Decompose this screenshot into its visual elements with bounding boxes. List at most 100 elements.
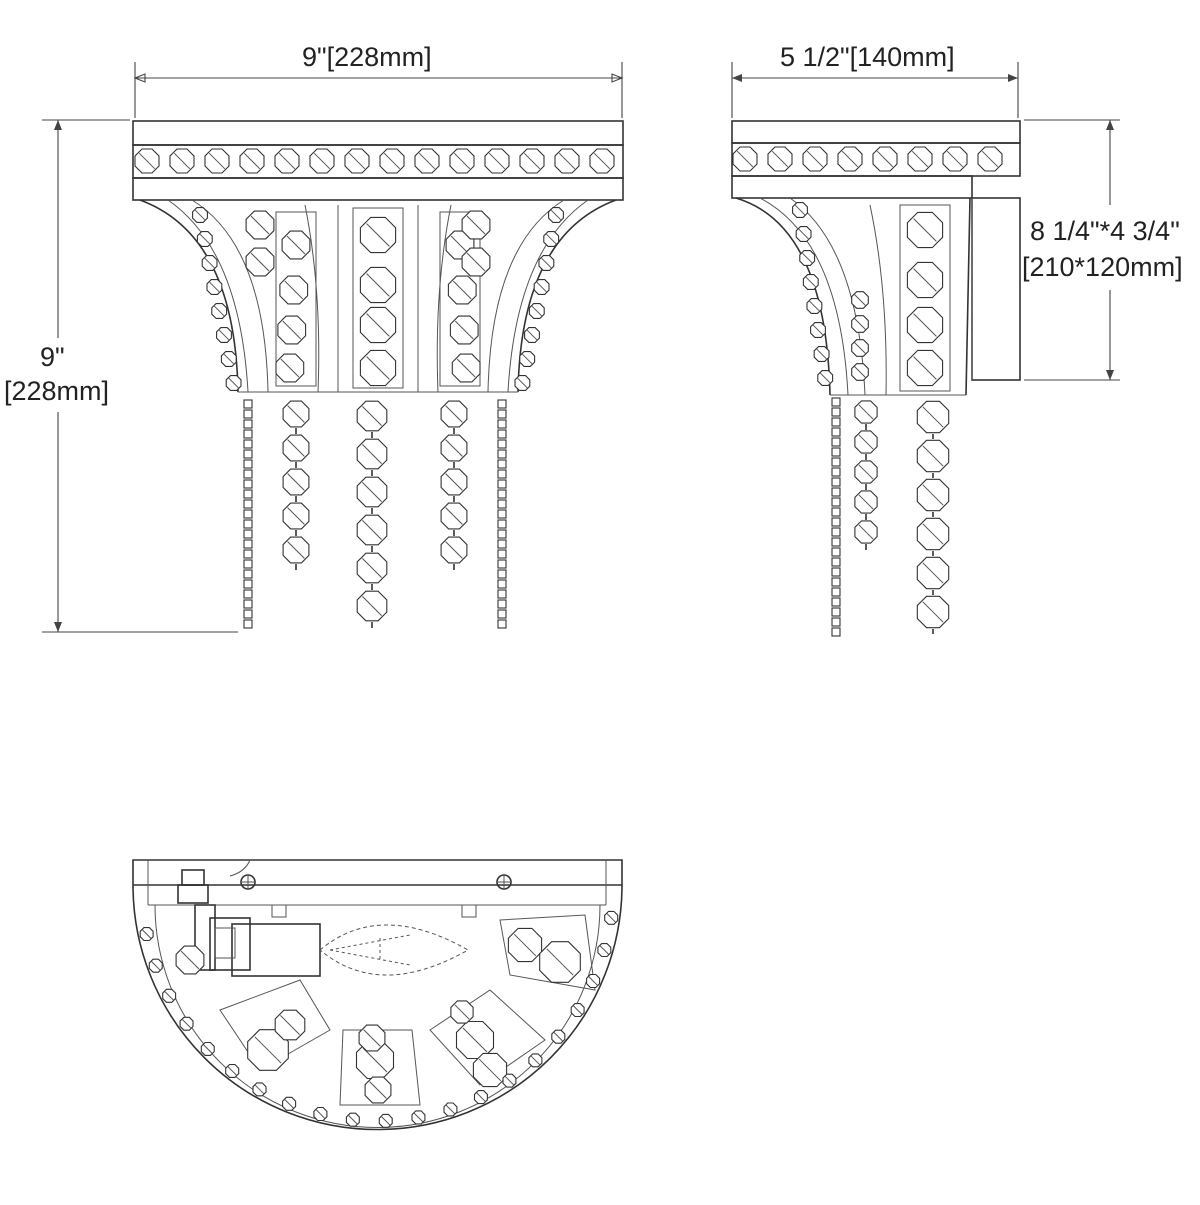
crystal-facet	[362, 558, 382, 578]
crystal-facet	[362, 482, 382, 502]
crystal-facet	[287, 473, 305, 491]
crystal-facet	[806, 150, 824, 168]
crystal-facet	[142, 929, 152, 939]
strand-bead	[497, 479, 507, 489]
crystal-facet	[445, 507, 463, 525]
crystal-facet	[546, 948, 574, 976]
strand-bead	[831, 627, 841, 637]
strand-bead	[243, 579, 253, 589]
strand-bead	[497, 529, 507, 539]
strand-bead	[243, 449, 253, 459]
crystal-facet	[445, 1104, 455, 1115]
strand-bead	[497, 499, 507, 509]
crystal-facet	[287, 507, 305, 525]
crystal-facet	[366, 356, 390, 380]
crystal-facet	[858, 434, 874, 450]
crystal-facet	[841, 150, 859, 168]
crystal-facet	[445, 473, 463, 491]
strand-bead	[243, 399, 253, 409]
crystal-facet	[363, 1029, 381, 1047]
crystal-facet	[606, 913, 616, 923]
crystal-facet	[228, 377, 239, 389]
strand-bead	[831, 537, 841, 547]
strand-bead	[831, 397, 841, 407]
crystal-facet	[286, 235, 306, 255]
strand-bead	[831, 587, 841, 597]
side-band-crystals	[732, 146, 1003, 172]
strand-bead	[243, 429, 253, 439]
crystal-facet	[588, 976, 598, 986]
crystal-facet	[504, 1076, 515, 1086]
crystal-facet	[453, 152, 471, 170]
strand-bead	[243, 529, 253, 539]
strand-bead	[831, 607, 841, 617]
crystal-facet	[284, 280, 304, 300]
crystal-facet	[858, 524, 874, 540]
strand-bead	[243, 589, 253, 599]
crystal-facet	[593, 152, 611, 170]
crystal-facet	[550, 209, 562, 221]
backplate-label-mm: [210*120mm]	[1022, 252, 1183, 282]
crystal-facet	[254, 1036, 282, 1064]
crystal-facet	[315, 1109, 325, 1119]
crystal-facet	[348, 152, 366, 170]
crystal-facet	[452, 280, 472, 300]
strand-bead	[831, 577, 841, 587]
crystal-facet	[546, 233, 557, 245]
strand-bead	[831, 467, 841, 477]
height-label-inches: 9"	[40, 342, 65, 372]
crystal-facet	[362, 444, 382, 464]
crystal-facet	[558, 152, 576, 170]
strand-bead	[831, 617, 841, 627]
crystal-facet	[553, 1032, 563, 1042]
crystal-facet	[209, 281, 220, 293]
crystal-facet	[816, 348, 827, 360]
backplate-label-inches: 8 1/4"*4 3/4"	[1030, 216, 1180, 246]
strand-bead	[831, 427, 841, 437]
crystal-facet	[362, 1047, 388, 1073]
strand-bead	[497, 409, 507, 419]
side-view	[731, 62, 1120, 637]
crystal-facet	[513, 933, 537, 957]
crystal-facet	[517, 377, 528, 389]
crystal-facet	[530, 1055, 540, 1065]
crystal-facet	[771, 150, 789, 168]
crystal-facet	[913, 268, 937, 292]
height-dimension	[42, 119, 238, 633]
strand-bead	[831, 517, 841, 527]
crystal-facet	[454, 320, 474, 340]
strand-bead	[243, 549, 253, 559]
crystal-facet	[369, 1081, 387, 1099]
strand-bead	[243, 569, 253, 579]
crystal-facet	[243, 152, 261, 170]
crystal-facet	[138, 152, 156, 170]
crystal-facet	[203, 1044, 213, 1054]
crystal-facet	[854, 342, 866, 354]
crystal-facet	[466, 215, 486, 235]
crystal-facet	[454, 1004, 470, 1020]
crystal-facet	[250, 252, 270, 272]
crystal-facet	[218, 329, 230, 341]
crystal-facet	[812, 324, 824, 336]
strand-bead	[243, 499, 253, 509]
crystal-facet	[946, 150, 964, 168]
side-width-dimension	[731, 62, 1019, 118]
crystal-facet	[736, 150, 754, 168]
crystal-facet	[254, 1084, 265, 1094]
crystal-facet	[362, 520, 382, 540]
strand-bead	[831, 497, 841, 507]
crystal-facet	[366, 313, 390, 337]
strand-bead	[831, 457, 841, 467]
crystal-facet	[383, 152, 401, 170]
crystal-facet	[151, 961, 161, 971]
strand-bead	[243, 419, 253, 429]
crystal-facet	[282, 320, 302, 340]
strand-bead	[497, 469, 507, 479]
strand-bead	[243, 509, 253, 519]
crystal-facet	[858, 404, 874, 420]
crystal-facet	[478, 1058, 502, 1082]
strand-bead	[497, 399, 507, 409]
crystal-facet	[913, 356, 937, 380]
crystal-facet	[922, 523, 944, 545]
crystal-facet	[250, 215, 270, 235]
